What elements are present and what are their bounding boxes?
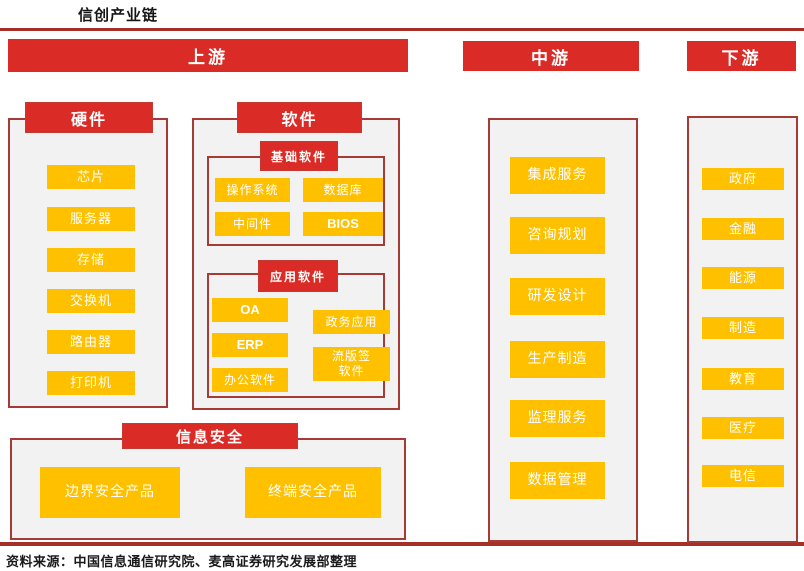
hardware-item-server: 服务器 xyxy=(47,207,135,231)
downstream-item-energy: 能源 xyxy=(702,267,784,289)
downstream-item-manufacturing: 制造 xyxy=(702,317,784,339)
downstream-item-education: 教育 xyxy=(702,368,784,390)
hardware-item-switch: 交换机 xyxy=(47,289,135,313)
page-title: 信创产业链 xyxy=(78,8,159,24)
app-item-oa: OA xyxy=(212,298,288,322)
downstream-item-government: 政府 xyxy=(702,168,784,190)
application-software-header: 应用软件 xyxy=(258,260,338,292)
banner-downstream: 下游 xyxy=(687,41,796,71)
basic-item-database: 数据库 xyxy=(303,178,383,202)
security-header: 信息安全 xyxy=(122,423,298,449)
security-item-boundary-products: 边界安全产品 xyxy=(40,467,180,518)
hardware-item-router: 路由器 xyxy=(47,330,135,354)
basic-item-middleware: 中间件 xyxy=(215,212,290,236)
app-item-erp: ERP xyxy=(212,333,288,357)
security-item-terminal-products: 终端安全产品 xyxy=(245,467,381,518)
downstream-item-telecom: 电信 xyxy=(702,465,784,487)
midstream-item-supervision-services: 监理服务 xyxy=(510,400,605,437)
banner-upstream: 上游 xyxy=(8,39,408,72)
top-divider xyxy=(0,28,804,31)
source-note: 资料来源：中国信息通信研究院、麦高证券研究发展部整理 xyxy=(6,554,358,569)
app-item-office-software: 办公软件 xyxy=(212,368,288,392)
basic-item-bios: BIOS xyxy=(303,212,383,236)
midstream-item-consulting-planning: 咨询规划 xyxy=(510,217,605,254)
hardware-item-storage: 存储 xyxy=(47,248,135,272)
app-item-stream-layout-sign-software: 流版签 软件 xyxy=(313,347,390,381)
banner-midstream: 中游 xyxy=(463,41,639,71)
basic-software-header: 基础软件 xyxy=(260,141,338,171)
hardware-item-printer: 打印机 xyxy=(47,371,135,395)
midstream-item-rd-design: 研发设计 xyxy=(510,278,605,315)
downstream-item-finance: 金融 xyxy=(702,218,784,240)
downstream-item-medical: 医疗 xyxy=(702,417,784,439)
hardware-header: 硬件 xyxy=(25,102,153,133)
software-header: 软件 xyxy=(237,102,362,133)
basic-item-os: 操作系统 xyxy=(215,178,290,202)
hardware-item-chip: 芯片 xyxy=(47,165,135,189)
midstream-item-integration-services: 集成服务 xyxy=(510,157,605,194)
midstream-item-production-manufacturing: 生产制造 xyxy=(510,341,605,378)
bottom-divider xyxy=(0,542,804,546)
midstream-item-data-management: 数据管理 xyxy=(510,462,605,499)
app-item-government-apps: 政务应用 xyxy=(313,310,390,334)
